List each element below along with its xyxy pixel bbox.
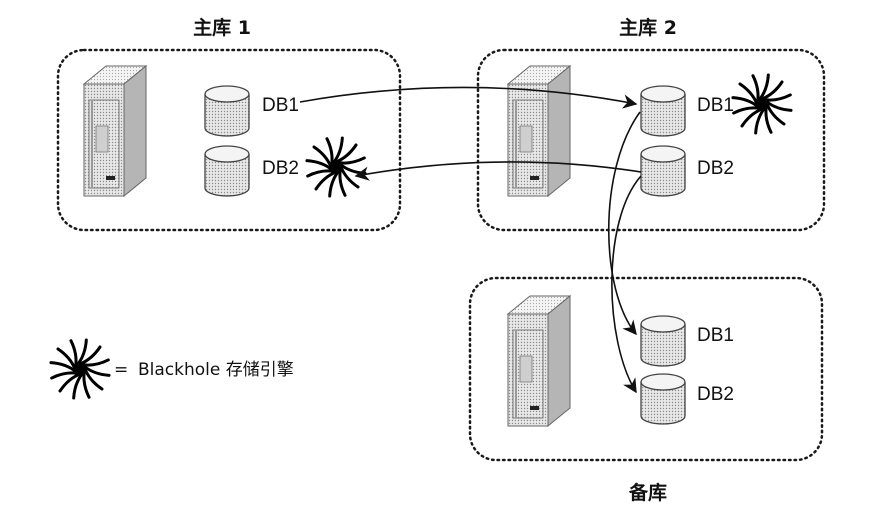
master1-db1-database-icon — [204, 85, 250, 137]
master1-group: 主库 1 DB1 DB2 — [56, 16, 402, 232]
master2-group: 主库 2 DB1 DB2 — [476, 16, 826, 232]
master1-title: 主库 1 — [193, 16, 251, 39]
arrow-master2-db2-to-master1-db2 — [354, 161, 642, 181]
replica-db2-database-icon — [640, 373, 686, 425]
replica-db1-database-icon — [640, 315, 686, 367]
master2-db2-label: DB2 — [697, 158, 734, 179]
legend: = Blackhole 存储引擎 — [49, 338, 294, 400]
replica-title: 备库 — [628, 481, 667, 504]
master1-server-icon — [83, 65, 147, 197]
master2-db2-database-icon — [640, 145, 686, 197]
replica-db2-label: DB2 — [697, 384, 734, 405]
master1-db2-database-icon — [204, 145, 250, 197]
arrow-master1-db1-to-master2-db1 — [299, 86, 638, 109]
replica-server-icon — [507, 295, 571, 427]
replication-arrows — [299, 86, 642, 394]
legend-blackhole-icon — [49, 338, 111, 400]
master2-db1-database-icon — [640, 85, 686, 137]
master2-db1-label: DB1 — [697, 95, 734, 116]
legend-text: Blackhole 存储引擎 — [138, 360, 294, 380]
legend-equals: = — [114, 360, 128, 380]
replica-group: DB1 DB2 备库 — [468, 276, 824, 504]
replica-db1-label: DB1 — [697, 325, 734, 346]
master1-db1-label: DB1 — [262, 95, 299, 116]
arrow-master2-db2-to-replica-db2 — [611, 175, 642, 394]
master1-db2-label: DB2 — [262, 158, 299, 179]
arrow-master2-db1-to-replica-db1 — [607, 111, 641, 336]
master2-server-icon — [507, 65, 571, 197]
master2-title: 主库 2 — [619, 16, 677, 39]
